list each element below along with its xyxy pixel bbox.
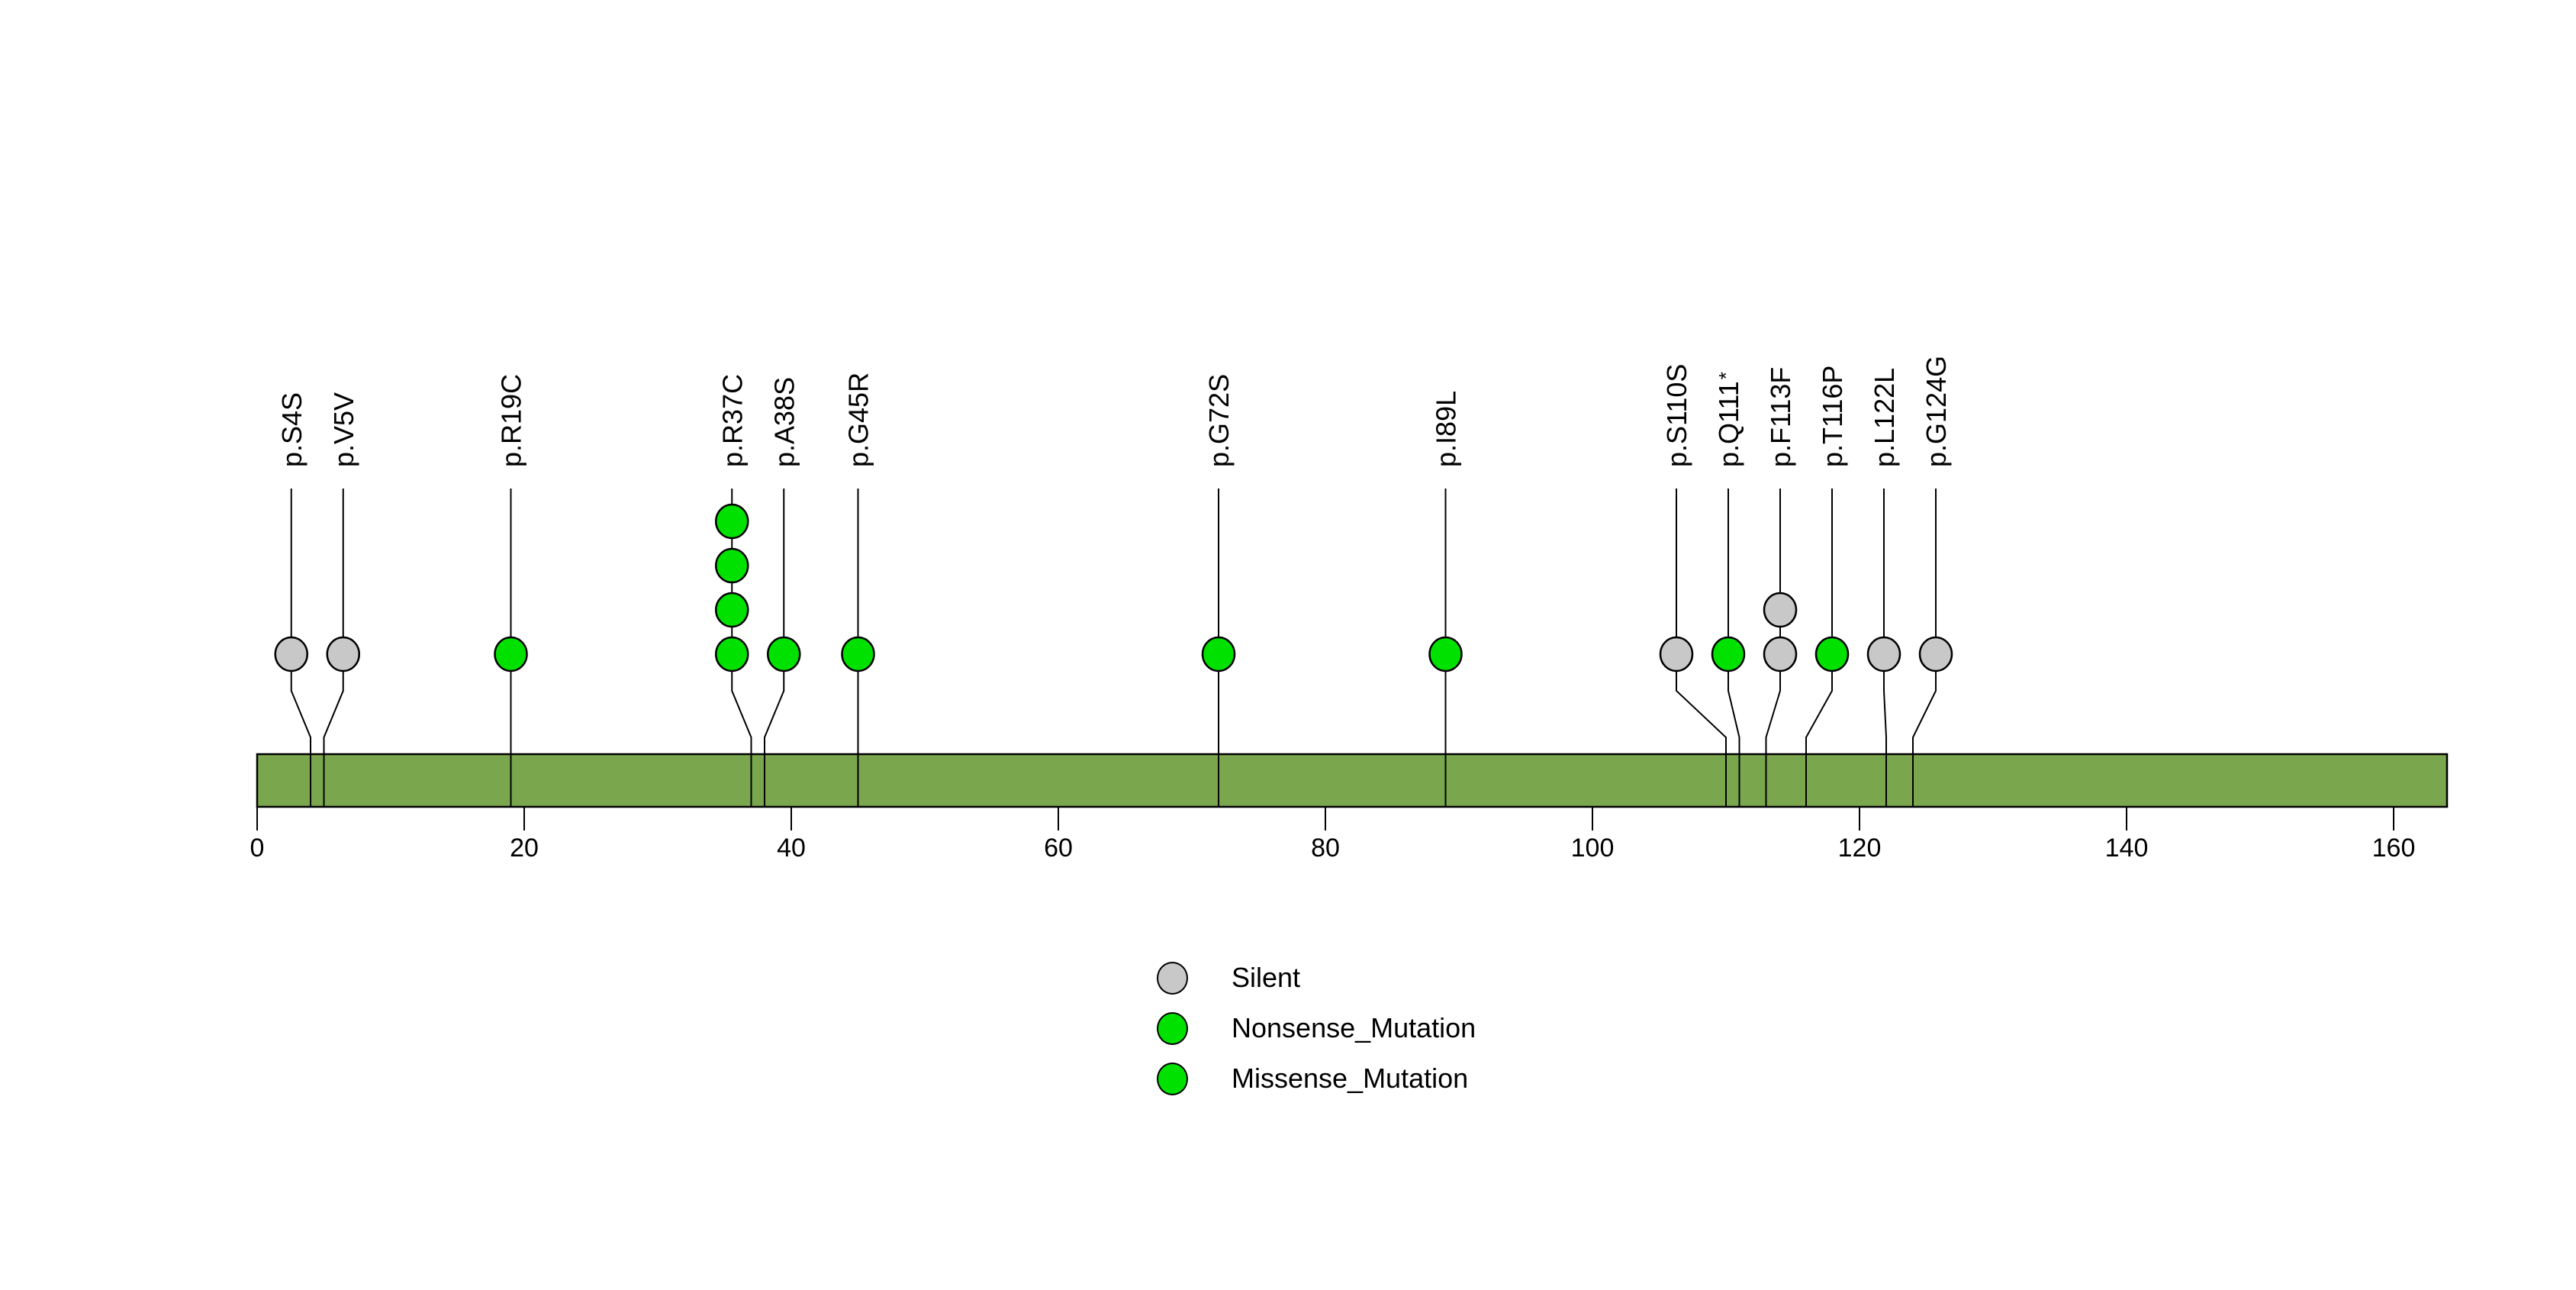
lollipop-stem [1883, 489, 1887, 807]
axis-tick-label: 120 [1838, 834, 1882, 863]
axis-tick-label: 0 [250, 834, 265, 863]
mutation-circle [715, 636, 749, 672]
legend-swatch-silent-icon [1157, 961, 1188, 995]
lollipop-stem [323, 489, 344, 807]
lollipop-stem [1912, 489, 1937, 807]
mutation-label: p.R37C [716, 374, 748, 467]
mutation-label: p.G124G [1921, 356, 1952, 467]
mutation-label: p.I89L [1431, 391, 1462, 467]
axis-tick-label: 20 [510, 834, 539, 863]
mutation-circle [1814, 636, 1850, 672]
mutation-circle [326, 636, 360, 672]
mutation-label: p.G45R [843, 372, 874, 467]
legend-item-nonsense: Nonsense_Mutation [1157, 1011, 1476, 1045]
mutation-circle [715, 592, 749, 628]
mutation-label: p.R19C [496, 374, 527, 467]
mutation-circle [1918, 636, 1953, 672]
mutation-circle [1201, 636, 1236, 672]
mutation-label: p.F113F [1765, 367, 1796, 467]
mutation-circle [494, 636, 528, 672]
mutation-circle [715, 547, 749, 584]
mutation-circle [1428, 636, 1463, 672]
legend-swatch-nonsense-icon [1157, 1011, 1188, 1045]
mutation-label: p.T116P [1817, 366, 1848, 467]
axis-tick-label: 40 [777, 834, 806, 863]
mutation-label: p.Q111* [1713, 372, 1744, 467]
axis-tick-label: 100 [1571, 834, 1615, 863]
axis-tick-label: 60 [1044, 834, 1073, 863]
mutation-circle [1711, 636, 1746, 672]
mutation-circle [1763, 636, 1798, 672]
mutation-circle [1763, 592, 1798, 628]
lollipop-stem [1805, 489, 1833, 807]
legend-label-silent: Silent [1232, 962, 1301, 993]
mutation-circle [767, 636, 801, 672]
mutation-circle [715, 503, 749, 540]
legend-item-missense: Missense_Mutation [1157, 1062, 1476, 1095]
legend-item-silent: Silent [1157, 961, 1476, 995]
mutation-label: p.G72S [1203, 374, 1235, 467]
mutation-label: p.S110S [1661, 364, 1692, 467]
legend-swatch-missense-icon [1157, 1062, 1188, 1095]
protein-bar [256, 753, 2449, 808]
mutation-circle [1659, 636, 1694, 672]
mutation-circle [274, 636, 308, 672]
lollipop-stem [1728, 489, 1740, 807]
mutation-label: p.A38S [768, 377, 800, 467]
axis-tick-label: 80 [1311, 834, 1340, 863]
lollipop-stem [290, 489, 311, 807]
legend-label-nonsense: Nonsense_Mutation [1232, 1012, 1476, 1043]
lollipop-stem [764, 489, 785, 807]
mutation-label: p.L122L [1869, 368, 1900, 467]
axis-tick-label: 160 [2372, 834, 2416, 863]
mutation-label: p.V5V [328, 392, 359, 467]
mutation-circle [841, 636, 875, 672]
lollipop-stem [1676, 489, 1727, 807]
lollipop-stem [1765, 489, 1781, 807]
legend-label-missense: Missense_Mutation [1232, 1063, 1469, 1094]
axis-tick-label: 140 [2105, 834, 2149, 863]
legend: Silent Nonsense_Mutation Missense_Mutati… [1157, 961, 1476, 1112]
mutation-circle [1866, 636, 1901, 672]
mutation-label: p.S4S [276, 392, 308, 467]
lollipop-stem [731, 489, 752, 807]
